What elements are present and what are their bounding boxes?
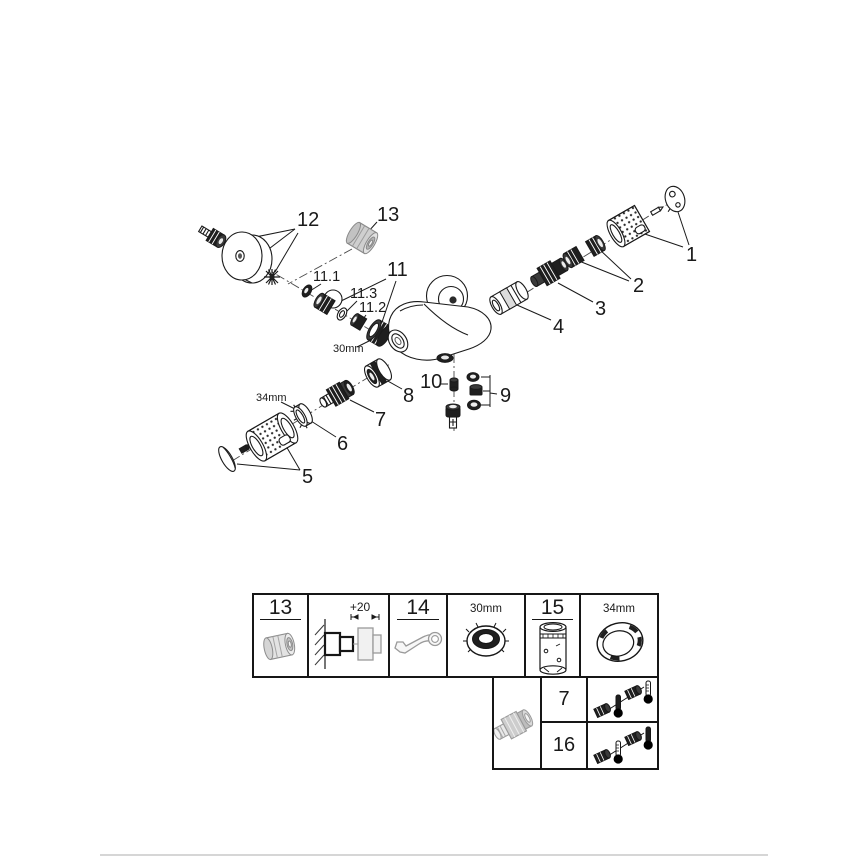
part-11-2-nut — [350, 313, 368, 331]
label-11-2: 11.2 — [359, 300, 386, 316]
part-2-nut — [584, 234, 606, 258]
aerator-nut-icon — [463, 622, 509, 657]
part-9-seal-set — [466, 372, 483, 411]
table-label-16: 16 — [552, 734, 576, 756]
part-6-ring — [290, 403, 313, 429]
label-6: 6 — [337, 433, 348, 455]
temp-adjust-icon-7 — [592, 680, 653, 718]
part-1-key — [664, 185, 686, 213]
temp-adjust-icon-16 — [592, 726, 653, 764]
handle-star-symbol — [264, 269, 280, 285]
part-4-union — [489, 281, 529, 315]
table-label-14: 14 — [397, 597, 439, 620]
ring-nut-icon — [596, 622, 643, 662]
part-5-cap — [218, 446, 236, 472]
part-11-30mm-nut — [366, 319, 392, 347]
part-11-adapter — [313, 289, 343, 316]
table-cell-wall-extension: +20 — [309, 595, 390, 676]
label-13: 13 — [377, 204, 399, 226]
table-cell-7-icon — [588, 678, 657, 723]
label-30mm: 30mm — [333, 343, 364, 355]
label-3: 3 — [595, 298, 606, 320]
socket-tool-icon — [539, 621, 567, 675]
faucet-body — [387, 274, 492, 363]
label-11-3: 11.3 — [350, 286, 377, 302]
check-valve-icon — [494, 709, 534, 740]
part-5-strainer — [245, 412, 299, 462]
label-10: 10 — [420, 371, 442, 393]
part-12-flange — [221, 231, 273, 284]
spare-parts-table-row2: 7 16 — [492, 676, 659, 770]
part-2-seal — [562, 245, 585, 269]
label-12: 12 — [297, 209, 319, 231]
part-11-1-oring — [301, 284, 313, 298]
label-1: 1 — [686, 244, 697, 266]
table-label-7: 7 — [558, 688, 570, 710]
part-8-nut — [363, 358, 393, 388]
part-11-3-oring — [336, 307, 348, 321]
wrench-icon — [394, 631, 443, 654]
cap-icon — [262, 632, 295, 661]
label-4: 4 — [553, 316, 564, 338]
label-11-1: 11.1 — [313, 269, 340, 285]
spare-parts-table: 13 +20 — [252, 593, 659, 678]
part-labels: 12 13 11 11.1 11.3 11.2 30mm 34mm 1 2 3 … — [256, 204, 697, 488]
part-10-insert — [449, 377, 459, 392]
part-12-screw — [197, 225, 227, 248]
footer-divider — [100, 854, 768, 856]
part-1-mousseur — [606, 204, 651, 248]
part-3-cartridge — [530, 257, 569, 287]
table-label-15: 15 — [531, 597, 574, 620]
label-7: 7 — [375, 409, 386, 431]
part-1-pin — [649, 206, 664, 216]
label-34mm: 34mm — [256, 392, 287, 404]
table-cell-13: 13 — [254, 595, 309, 676]
table-cell-check-valve — [494, 678, 542, 768]
table-cell-7: 7 — [542, 678, 588, 723]
table-cell-15: 15 — [526, 595, 581, 676]
wall-extension-icon: +20 — [314, 600, 382, 669]
label-11: 11 — [387, 259, 408, 281]
label-8: 8 — [403, 385, 414, 407]
label-2: 2 — [633, 275, 644, 297]
table-cell-16: 16 — [542, 723, 588, 768]
label-9: 9 — [500, 385, 511, 407]
plus20-label: +20 — [350, 600, 371, 614]
table-label-30mm: 30mm — [470, 603, 502, 615]
part-10-valve — [445, 403, 461, 429]
table-cell-30mm: 30mm — [448, 595, 526, 676]
table-cell-34mm: 34mm — [581, 595, 657, 676]
table-cell-16-icon — [588, 723, 657, 768]
part-7-check-valve — [319, 379, 355, 408]
part-13-cap — [345, 221, 379, 255]
table-label-13: 13 — [259, 597, 302, 620]
table-cell-14: 14 — [390, 595, 448, 676]
label-5: 5 — [302, 466, 313, 488]
table-label-34mm: 34mm — [603, 603, 635, 615]
